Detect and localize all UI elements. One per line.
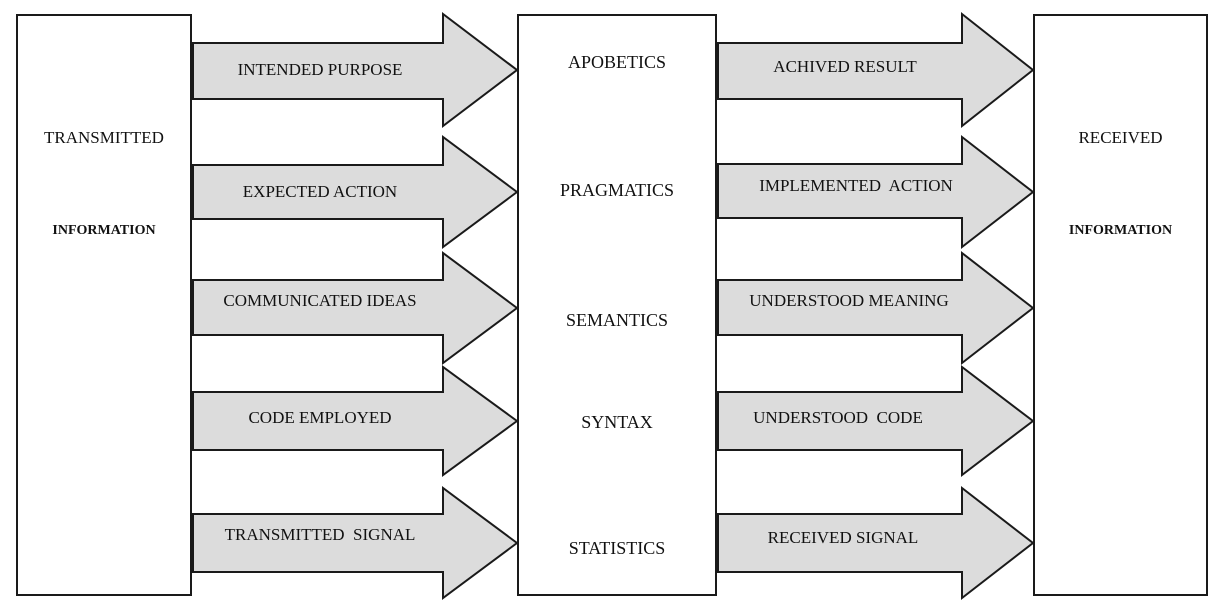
received-information-label: INFORMATION	[1068, 223, 1173, 238]
arrow-label: TRANSMITTED SIGNAL	[225, 525, 416, 544]
level-pragmatics: PRAGMATICS	[559, 180, 675, 200]
arrow-label: EXPECTED ACTION	[243, 182, 397, 201]
arrow-label: INTENDED PURPOSE	[238, 60, 403, 79]
arrow-understood-code: UNDERSTOOD CODE	[717, 364, 1035, 478]
received-label: RECEIVED	[1078, 128, 1163, 147]
arrow-implemented-action: IMPLEMENTED ACTION	[717, 134, 1035, 250]
arrow-expected-action: EXPECTED ACTION	[192, 135, 519, 249]
arrow-achived-result: ACHIVED RESULT	[717, 11, 1035, 129]
level-syntax: SYNTAX	[581, 412, 653, 432]
level-statistics: STATISTICS	[568, 538, 666, 558]
arrow-intended-purpose: INTENDED PURPOSE	[192, 11, 519, 129]
level-apobetics: APOBETICS	[567, 52, 666, 72]
arrow-received-signal: RECEIVED SIGNAL	[717, 485, 1035, 601]
levels-box: APOBETICS PRAGMATICS SEMANTICS SYNTAX ST…	[517, 14, 717, 596]
arrow-label: IMPLEMENTED ACTION	[759, 176, 953, 195]
arrow-label: CODE EMPLOYED	[248, 408, 391, 427]
arrow-label: COMMUNICATED IDEAS	[223, 291, 416, 310]
transmitted-label: TRANSMITTED	[44, 128, 164, 147]
arrow-understood-meaning: UNDERSTOOD MEANING	[717, 250, 1035, 366]
level-semantics: SEMANTICS	[565, 310, 668, 330]
arrow-label: RECEIVED SIGNAL	[768, 528, 919, 547]
arrow-code-employed: CODE EMPLOYED	[192, 365, 519, 477]
arrow-label: UNDERSTOOD CODE	[753, 408, 923, 427]
arrow-label: UNDERSTOOD MEANING	[749, 291, 948, 310]
received-information-box: RECEIVED INFORMATION	[1033, 14, 1208, 596]
arrow-communicated-ideas: COMMUNICATED IDEAS	[192, 251, 519, 365]
transmitted-information-box: TRANSMITTED INFORMATION	[16, 14, 192, 596]
arrow-label: ACHIVED RESULT	[773, 57, 917, 76]
arrow-transmitted-signal: TRANSMITTED SIGNAL	[192, 486, 519, 600]
transmitted-information-label: INFORMATION	[52, 223, 156, 238]
